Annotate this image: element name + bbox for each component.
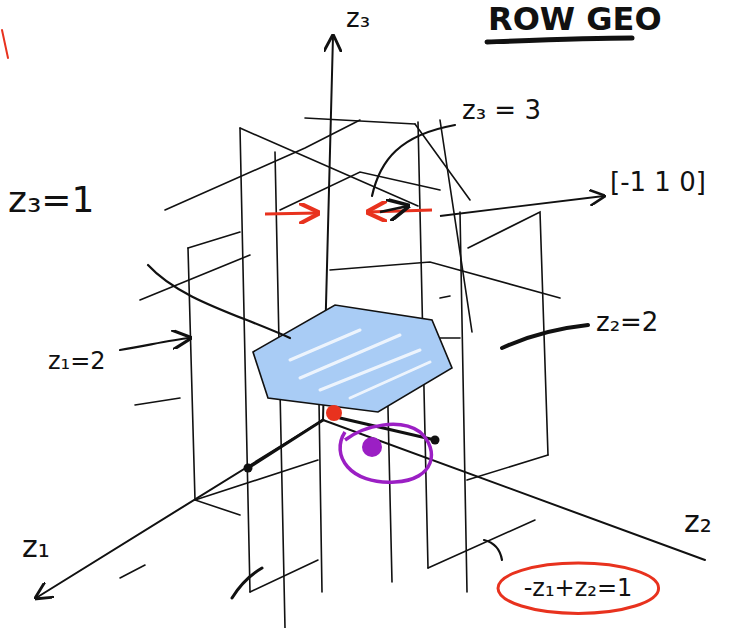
- axis-label: z₂: [684, 505, 712, 538]
- red-ellipse-outline: [498, 563, 659, 613]
- circled-equation: -z₁+z₂=1: [500, 565, 657, 611]
- direction-label: [-1 1 0]: [610, 168, 706, 197]
- page-title: ROW GEO: [488, 2, 662, 37]
- plane-label: z₂=2: [596, 308, 658, 337]
- plane-label: z₃ = 3: [462, 96, 541, 125]
- plane-label: z₃=1: [8, 180, 94, 220]
- plane-label: z₁=2: [48, 348, 106, 374]
- axis-label: z₁: [22, 530, 50, 563]
- equation-text: -z₁+z₂=1: [524, 575, 633, 601]
- axis-label: z₃: [346, 4, 370, 33]
